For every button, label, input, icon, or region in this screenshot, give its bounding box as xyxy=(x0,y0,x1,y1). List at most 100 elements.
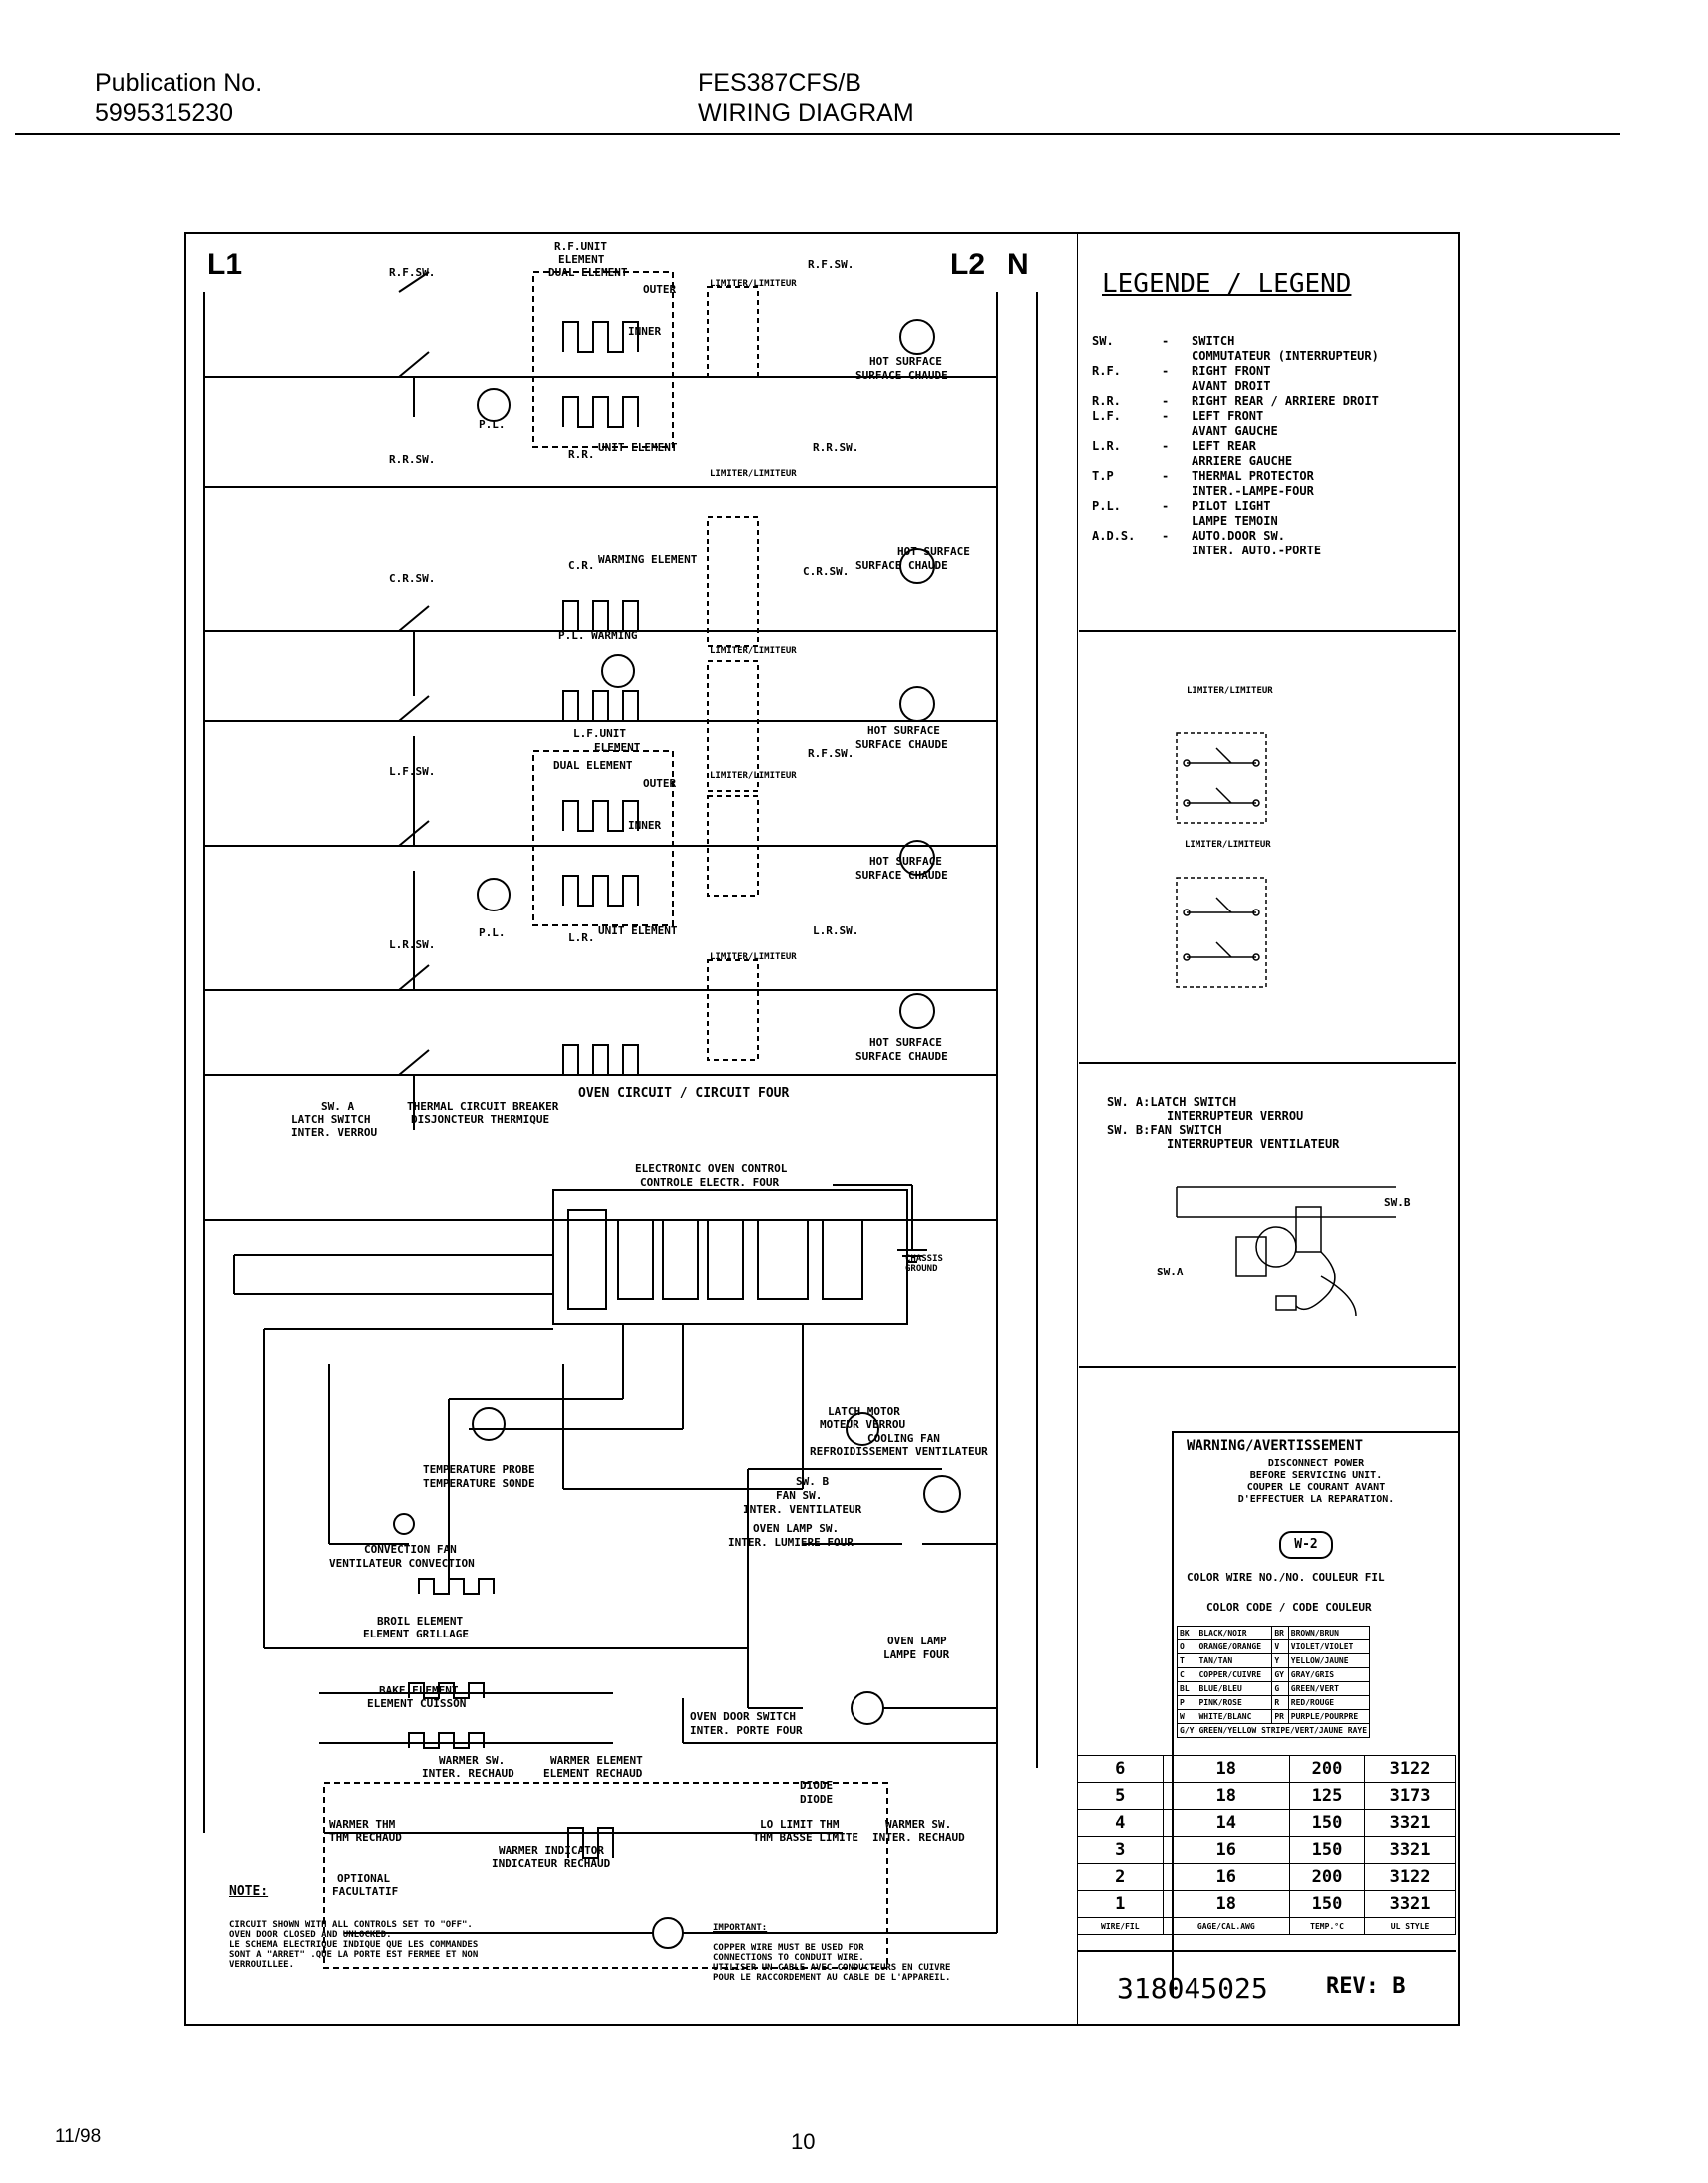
warmer-element-fr-label: ELEMENT RECHAUD xyxy=(543,1767,643,1780)
limiter-schematic xyxy=(1176,732,1267,988)
note-line: VERROUILLEE. xyxy=(229,1960,295,1970)
inter-ventilateur-label: INTER. VENTILATEUR xyxy=(743,1503,862,1516)
cr-sw2-label: C.R.SW. xyxy=(803,565,850,578)
wire-spec-cell: 14 xyxy=(1162,1809,1290,1837)
lf-inner-label: INNER xyxy=(628,819,662,832)
rf-sw2-label: R.F.SW. xyxy=(808,258,854,271)
warning-line: DISCONNECT POWER xyxy=(1267,1458,1365,1469)
warmer-sw2-fr-label: INTER. RECHAUD xyxy=(872,1831,965,1844)
color-code-cell: GREEN/YELLOW STRIPE/VERT/JAUNE RAYE xyxy=(1196,1723,1371,1738)
convection-fan-fr-label: VENTILATEUR CONVECTION xyxy=(329,1557,475,1570)
cr-limiter-label: LIMITER/LIMITEUR xyxy=(710,646,797,656)
important-line: COPPER WIRE MUST BE USED FOR xyxy=(713,1943,864,1953)
model-number: FES387CFS/B xyxy=(698,69,861,97)
color-code-cell: TAN/TAN xyxy=(1196,1653,1273,1668)
lf-rf-sw-label: R.F.SW. xyxy=(808,747,854,760)
wire-spec-cell: 3122 xyxy=(1364,1755,1456,1783)
part-rev: REV: B xyxy=(1326,1974,1406,1999)
lf-outer-label: OUTER xyxy=(643,777,677,790)
color-code-cell: G xyxy=(1271,1681,1289,1696)
wire-spec-header: GAGE/CAL.AWG xyxy=(1162,1917,1290,1935)
rf-outer-label: OUTER xyxy=(643,283,677,296)
wire-spec-cell: 3321 xyxy=(1364,1809,1456,1837)
latch-switch-label: LATCH SWITCH xyxy=(291,1113,371,1126)
chassis-ground-label: CHASSIS GROUND xyxy=(905,1254,943,1273)
column-divider xyxy=(1077,234,1078,2024)
warmer-sw2-label: WARMER SW. xyxy=(885,1818,952,1831)
warning-panel xyxy=(1172,1431,1458,1997)
indicateur-rechaud-label: INDICATEUR RECHAUD xyxy=(492,1857,611,1870)
color-code-cell: R xyxy=(1271,1695,1289,1710)
legend-entry: R.R.-RIGHT REAR / ARRIERE DROIT xyxy=(1092,394,1379,408)
color-code-cell: YELLOW/JAUNE xyxy=(1287,1653,1371,1668)
lf-surface-chaude: SURFACE CHAUDE xyxy=(855,869,948,882)
color-code-cell: BLACK/NOIR xyxy=(1196,1626,1273,1640)
color-code-cell: ORANGE/ORANGE xyxy=(1196,1639,1273,1654)
rr-sw-label: R.R.SW. xyxy=(389,453,436,466)
limiter-a-label: LIMITER/LIMITEUR xyxy=(1187,686,1273,696)
wiring-schematic xyxy=(203,271,1038,1969)
lr-hot-surface: HOT SURFACE xyxy=(869,1036,942,1049)
facultatif-label: FACULTATIF xyxy=(332,1885,399,1898)
sw-b-tag: SW.B xyxy=(1384,1196,1411,1209)
panel-divider xyxy=(1079,1366,1456,1368)
rr-element-label: UNIT ELEMENT xyxy=(598,441,678,454)
page-number: 10 xyxy=(791,2129,816,2154)
part-number-box: 318045025 REV: B xyxy=(1077,1950,1456,2024)
rf-limiter-label: LIMITER/LIMITEUR xyxy=(710,279,797,289)
wire-spec-cell: 16 xyxy=(1162,1863,1290,1891)
n-label: N xyxy=(1007,248,1029,281)
color-code-title: COLOR CODE / CODE COULEUR xyxy=(1206,1601,1372,1614)
rr-sw2-label: R.R.SW. xyxy=(813,441,859,454)
wire-spec-cell: 3122 xyxy=(1364,1863,1456,1891)
thm-rechaud-label: THM RECHAUD xyxy=(329,1831,402,1844)
l2-label: L2 xyxy=(950,248,986,281)
important-line: UTILISER UN CABLE AVEC CONDUCTEURS EN CU… xyxy=(713,1963,951,1973)
publication-number: 5995315230 xyxy=(95,99,234,127)
page-title: WIRING DIAGRAM xyxy=(698,99,914,127)
rr-hot-surface: HOT SURFACE xyxy=(897,546,970,558)
cr-hot-surface: HOT SURFACE xyxy=(867,724,940,737)
note-line: OVEN DOOR CLOSED AND UNLOCKED. xyxy=(229,1930,392,1940)
footer-date: 11/98 xyxy=(55,2126,102,2147)
convection-fan-label: CONVECTION FAN xyxy=(364,1543,457,1556)
wire-spec-cell: 18 xyxy=(1162,1755,1290,1783)
color-code-cell: GY xyxy=(1271,1667,1289,1682)
latch-motor-label: LATCH MOTOR xyxy=(828,1405,900,1418)
cr-label: C.R. xyxy=(568,559,595,572)
important-title: IMPORTANT: xyxy=(713,1923,768,1933)
note-line: SONT A "ARRET" .QUE LA PORTE EST FERMEE … xyxy=(229,1950,479,1960)
color-code-cell: BR xyxy=(1271,1626,1289,1640)
lr-surface-chaude: SURFACE CHAUDE xyxy=(855,1050,948,1063)
lr-sw2-label: L.R.SW. xyxy=(813,924,859,937)
lr-unit-label: L.R. xyxy=(568,931,595,944)
wire-spec-cell: 5 xyxy=(1077,1782,1164,1810)
note-block: CIRCUIT SHOWN WITH ALL CONTROLS SET TO "… xyxy=(229,1920,478,1970)
wire-spec-cell: 6 xyxy=(1077,1755,1164,1783)
sw-a-fr-legend: INTERRUPTEUR VERROU xyxy=(1167,1109,1304,1123)
optional-label: OPTIONAL xyxy=(337,1872,390,1885)
lf-unit-label: L.F.UNIT xyxy=(573,727,626,740)
part-number: 318045025 xyxy=(1117,1972,1268,2004)
panel-divider xyxy=(1079,1062,1456,1064)
wire-spec-cell: 4 xyxy=(1077,1809,1164,1837)
color-code-cell: BL xyxy=(1176,1681,1197,1696)
temp-probe-label: TEMPERATURE PROBE xyxy=(423,1463,535,1476)
lf-pl-label: P.L. xyxy=(479,926,506,939)
wire-spec-header: UL STYLE xyxy=(1364,1917,1456,1935)
bake-element-label: BAKE ELEMENT xyxy=(379,1684,459,1697)
wire-spec-cell: 3321 xyxy=(1364,1836,1456,1864)
wire-spec-cell: 3173 xyxy=(1364,1782,1456,1810)
wire-spec-cell: 18 xyxy=(1162,1890,1290,1918)
cooling-fan-fr-label: REFROIDISSEMENT VENTILATEUR xyxy=(810,1445,988,1458)
oven-door-switch-label: OVEN DOOR SWITCH xyxy=(690,1710,796,1723)
rr-limiter-label: LIMITER/LIMITEUR xyxy=(710,469,797,479)
color-code-cell: COPPER/CUIVRE xyxy=(1196,1667,1273,1682)
